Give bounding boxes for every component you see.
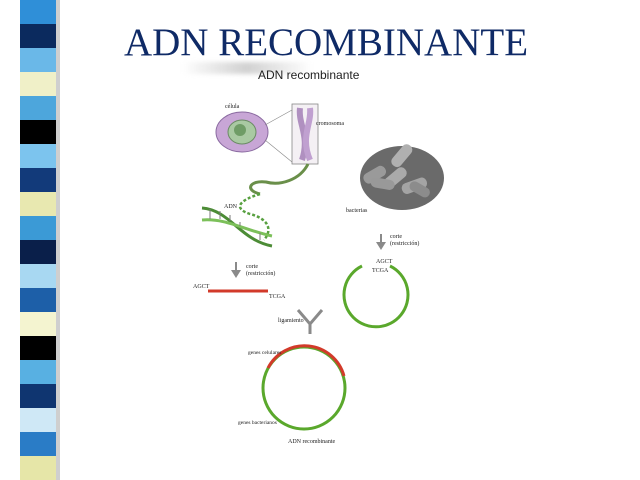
- sidebar-block: [20, 264, 56, 289]
- cut-plasmid: [342, 264, 410, 329]
- sidebar-block: [20, 144, 56, 169]
- slide-title: ADN RECOMBINANTE: [123, 21, 529, 64]
- sidebar-block: [20, 216, 56, 241]
- label-dna: ADN: [224, 204, 238, 210]
- sidebar-block: [20, 360, 56, 385]
- label-cut-left-sub: (restricción): [246, 270, 275, 277]
- label-cut-right: corte: [390, 234, 402, 240]
- sidebar-block: [20, 168, 56, 193]
- sidebar-block: [20, 384, 56, 409]
- label-bacteria: bacterias: [346, 208, 368, 214]
- sidebar-block: [20, 336, 56, 361]
- sidebar-block: [20, 408, 56, 433]
- cut-arrow-left: [231, 262, 241, 278]
- label-cut-right-sub: (restricción): [390, 240, 419, 247]
- label-seq-top-right: AGCT: [376, 259, 393, 265]
- title-shadow: [182, 62, 312, 74]
- sidebar-block: [20, 120, 56, 145]
- chromosome-illustration: [264, 103, 319, 165]
- sidebar-block: [20, 240, 56, 265]
- cell-illustration: [215, 111, 269, 153]
- sidebar-block: [20, 24, 56, 49]
- sidebar-block: [20, 0, 56, 25]
- bacteria-illustration: [360, 144, 444, 210]
- recombinant-dna-diagram: célula cromosoma ADN bacterias: [193, 103, 444, 445]
- sidebar-block: [20, 456, 56, 480]
- label-chromosome: cromosoma: [316, 121, 344, 127]
- label-seq-top-left: AGCT: [193, 284, 210, 290]
- label-result: ADN recombinante: [288, 439, 335, 445]
- sidebar-edge: [56, 0, 60, 480]
- cut-arrow-right: [376, 234, 386, 250]
- dna-helix-illustration: [201, 163, 310, 248]
- label-seq-bottom-left: TCGA: [269, 294, 286, 300]
- sidebar-block: [20, 432, 56, 457]
- sidebar-block: [20, 48, 56, 73]
- label-cell: célula: [225, 104, 240, 110]
- sidebar-block: [20, 288, 56, 313]
- sidebar-block: [20, 96, 56, 121]
- label-bacterial-genes: genes bacterianos: [238, 420, 277, 426]
- ligation-arrow: [296, 309, 324, 334]
- label-cut-left: corte: [246, 264, 258, 270]
- label-cell-genes: genes celulares: [248, 350, 281, 356]
- decorative-sidebar: [20, 0, 60, 480]
- sidebar-block: [20, 72, 56, 97]
- figure-heading: ADN recombinante: [258, 68, 360, 82]
- recombinant-plasmid: [261, 344, 347, 431]
- sidebar-block: [20, 192, 56, 217]
- label-ligation: ligamiento: [278, 318, 304, 324]
- sidebar-block: [20, 312, 56, 337]
- label-seq-bottom-right: TCGA: [372, 268, 389, 274]
